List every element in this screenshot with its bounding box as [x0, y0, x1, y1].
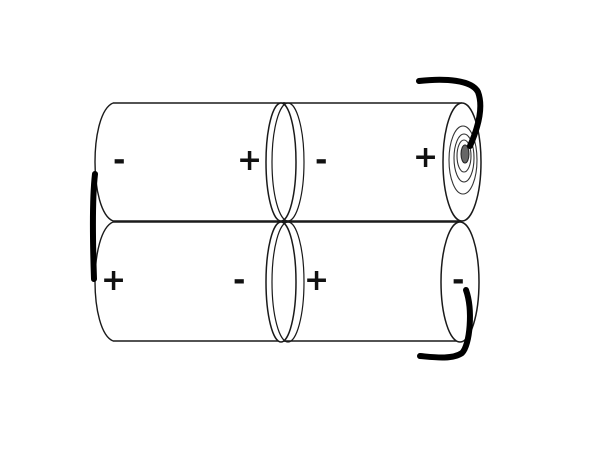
- cell-top-left: [94, 102, 285, 222]
- cell-bottom-left-positive-label: +: [101, 263, 126, 298]
- cell-top-left-positive-label: +: [237, 143, 262, 178]
- cell-top-right-end-cap-inner: [271, 102, 305, 222]
- positive-terminal-icon: [448, 125, 478, 195]
- cell-bottom-right-positive-label: +: [304, 263, 329, 298]
- cell-bottom-right-negative-label: -: [452, 263, 464, 298]
- cell-bottom-right: [283, 221, 460, 342]
- bottom-output-lead-wire: [417, 287, 473, 361]
- cell-top-left-end-cap: [265, 102, 297, 222]
- cell-bottom-right-end-cap-inner: [271, 221, 305, 343]
- cell-top-right-positive-label: +: [413, 140, 438, 175]
- cell-top-left-negative-label: -: [113, 143, 125, 178]
- top-output-lead-wire: [416, 76, 484, 149]
- left-series-link-wire: [90, 171, 98, 282]
- cell-bottom-left-end-cap: [265, 221, 297, 343]
- cell-top-right: [283, 102, 462, 222]
- cell-bottom-left-negative-label: -: [233, 263, 245, 298]
- cell-top-right-negative-label: -: [315, 143, 327, 178]
